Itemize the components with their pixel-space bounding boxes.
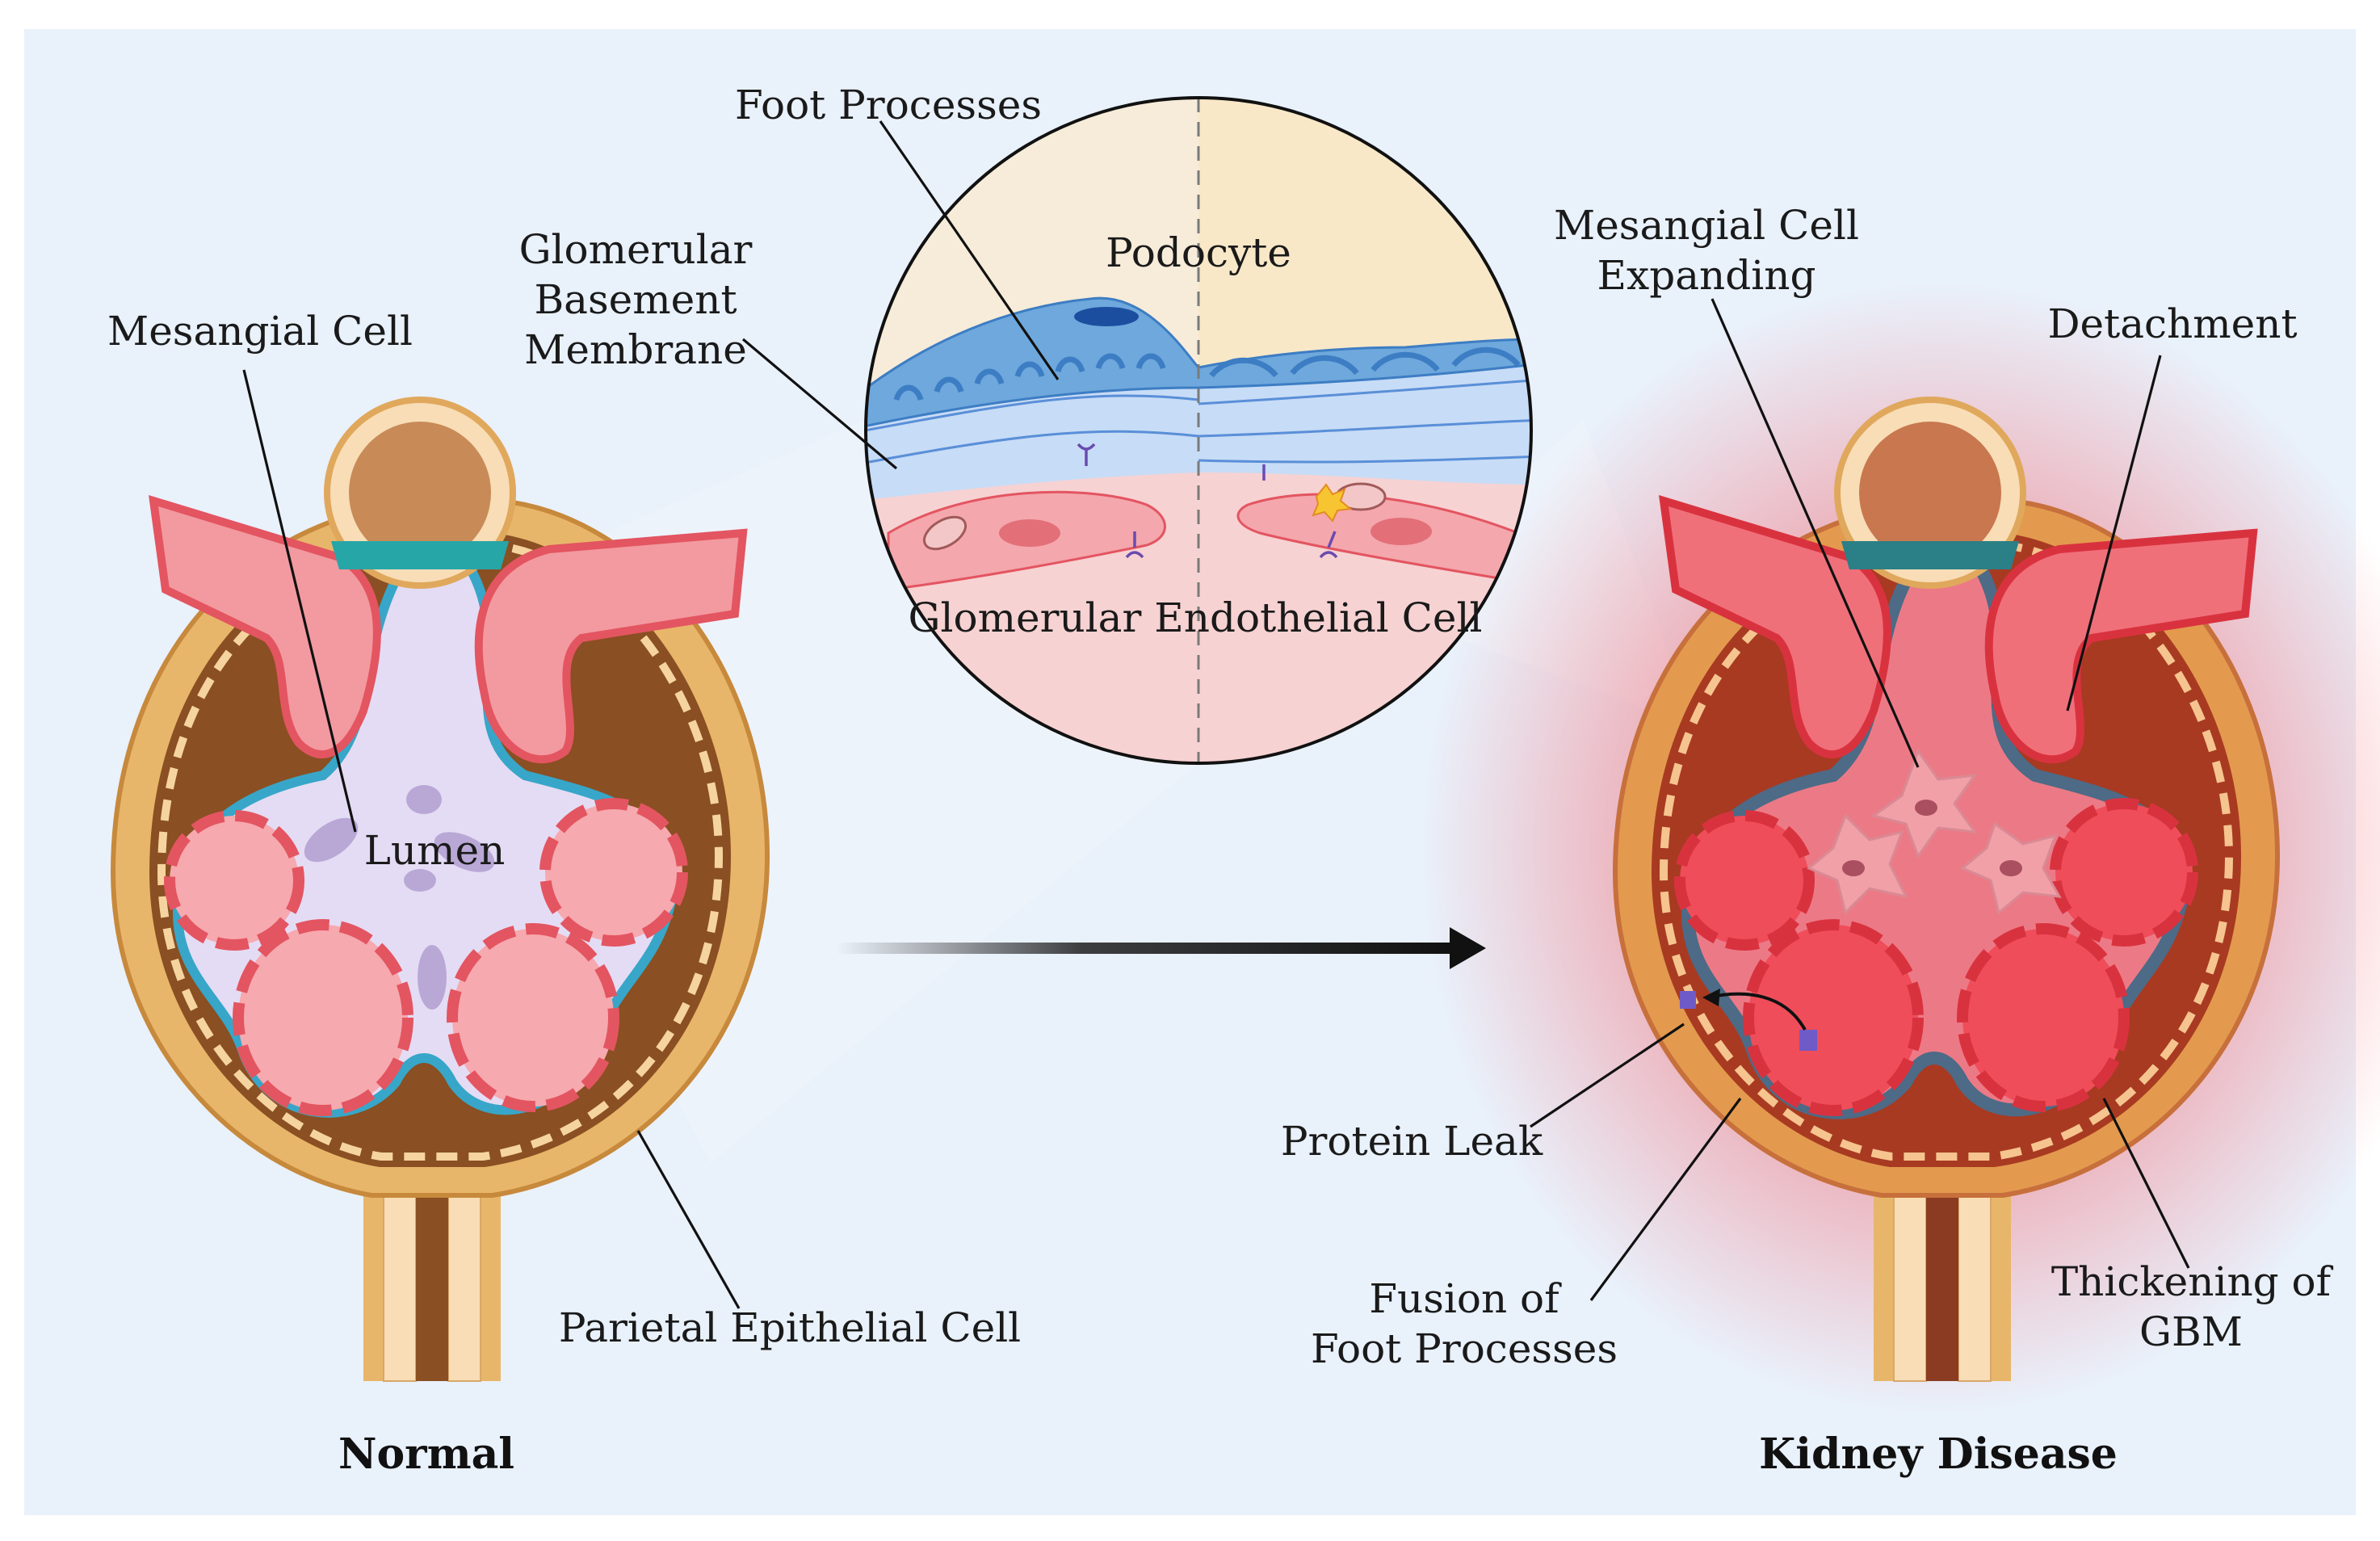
receptors (1077, 443, 1338, 559)
label-thickening-line1: Thickening of (2051, 1258, 2334, 1305)
zoom-outline (864, 96, 1533, 765)
label-fusion-line2: Foot Processes (1311, 1325, 1618, 1372)
normal-glomerulus (110, 397, 770, 1382)
efferent-arteriole-disease (1984, 528, 2258, 764)
label-endothelial: Glomerular Endothelial Cell (909, 594, 1483, 641)
caption-normal: Normal (338, 1430, 514, 1479)
label-fusion-line1: Fusion of (1369, 1275, 1562, 1322)
label-gbm-line2: Basement (534, 276, 737, 323)
leader-foot-processes (879, 120, 1060, 380)
mesangial-cells (304, 785, 495, 1010)
leader-mesangial-expanding (1710, 298, 1920, 768)
macula-densa-disease (1841, 541, 2019, 569)
label-mesangial-expanding-line2: Expanding (1597, 252, 1816, 299)
label-detachment: Detachment (2047, 300, 2297, 347)
leader-lines (242, 120, 2190, 1309)
foot-processes-fused (1209, 346, 1521, 378)
mitochondrion (922, 515, 968, 551)
capillary-loops (164, 798, 688, 1116)
protein-leak-marks (1680, 989, 1817, 1051)
leader-parietal (636, 1130, 741, 1309)
proximal-tubule (363, 1162, 501, 1382)
label-podocyte: Podocyte (1106, 229, 1291, 276)
damage-burst-icon (1312, 483, 1353, 523)
capillary-loops-disease (1674, 798, 2198, 1116)
expanded-mesangial-cells (1807, 748, 2062, 915)
label-lumen: Lumen (364, 827, 506, 874)
disease-glomerulus (1421, 283, 2380, 1413)
right-arrow-icon (836, 927, 1486, 969)
macula-densa (331, 541, 509, 569)
label-gbm-line1: Glomerular (519, 226, 753, 273)
leader-gbm (741, 338, 898, 470)
parietal-lining (157, 541, 724, 1161)
leader-fusion (1589, 1098, 1742, 1301)
leader-detachment (2066, 355, 2162, 712)
distal-tubule-lumen-disease (1859, 422, 2001, 564)
label-thickening-line2: GBM (2139, 1308, 2243, 1355)
leader-protein-leak (1530, 1022, 1685, 1128)
efferent-arteriole (474, 528, 748, 764)
leader-mesangial-cell (242, 369, 357, 833)
label-parietal: Parietal Epithelial Cell (559, 1304, 1021, 1351)
foot-processes-normal (893, 353, 1166, 401)
label-protein-leak: Protein Leak (1281, 1118, 1543, 1165)
podocyte-body (866, 296, 1531, 430)
labels: Foot Processes Podocyte Glomerular Basem… (107, 82, 2334, 1479)
label-foot-processes: Foot Processes (735, 82, 1042, 128)
parietal-lining-disease (1659, 541, 2234, 1161)
label-gbm-line3: Membrane (524, 326, 747, 373)
afferent-arteriole-disease (1658, 494, 1891, 759)
caption-disease: Kidney Disease (1759, 1430, 2118, 1479)
leader-thickening (2102, 1098, 2190, 1269)
label-mesangial-cell: Mesangial Cell (107, 308, 413, 355)
distal-tubule-lumen (349, 422, 491, 564)
label-mesangial-expanding-line1: Mesangial Cell (1554, 202, 1859, 249)
podocyte-nucleus (1074, 307, 1139, 326)
proximal-tubule-disease (1874, 1162, 2011, 1382)
